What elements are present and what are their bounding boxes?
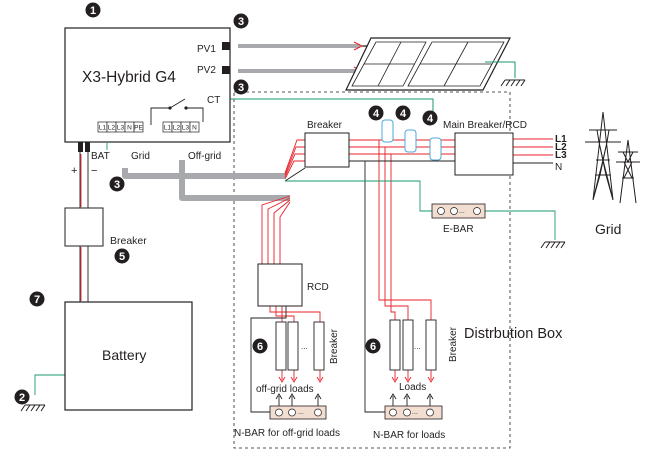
battery-breaker-label: Breaker bbox=[110, 235, 147, 247]
svg-text:3: 3 bbox=[238, 82, 244, 94]
ac-cables bbox=[122, 160, 290, 201]
nbar-offgrid-label: N-BAR for off-grid loads bbox=[234, 428, 340, 439]
ac-breaker bbox=[304, 132, 350, 168]
offgrid-terminal-l2: L2 bbox=[173, 125, 181, 132]
svg-text:7: 7 bbox=[34, 294, 40, 306]
ct-port-label: CT bbox=[207, 95, 220, 106]
bat-plus-sign: + bbox=[71, 165, 77, 177]
nbar-offgrid: ... bbox=[269, 405, 327, 420]
nbar-grid-label: N-BAR for loads bbox=[373, 430, 445, 441]
bat-minus-sign: − bbox=[91, 165, 97, 177]
inverter-model: X3-Hybrid G4 bbox=[82, 69, 176, 86]
grid-line-n: N bbox=[555, 162, 562, 173]
nbar-grid-dots: ... bbox=[412, 409, 418, 416]
pv1-port-label: PV1 bbox=[197, 44, 216, 55]
rcd-label: RCD bbox=[307, 282, 329, 293]
badge-b4b: 4 bbox=[395, 105, 411, 121]
battery-ground-icon bbox=[20, 404, 46, 412]
ebar: ... bbox=[431, 203, 486, 219]
svg-text:4: 4 bbox=[373, 108, 380, 120]
badge-b6a: 6 bbox=[252, 338, 268, 354]
svg-text:2: 2 bbox=[19, 392, 25, 404]
badge-b3a: 3 bbox=[233, 13, 249, 29]
badge-b4a: 4 bbox=[368, 105, 384, 121]
badge-b6b: 6 bbox=[365, 338, 381, 354]
bat-port-label: BAT bbox=[91, 151, 110, 162]
svg-text:1: 1 bbox=[90, 5, 96, 17]
nbar-grid: ... bbox=[384, 405, 443, 420]
earth-wires bbox=[34, 142, 556, 395]
grid-line-l2: L2 bbox=[555, 142, 567, 153]
svg-text:4: 4 bbox=[427, 113, 434, 125]
main-breaker bbox=[454, 132, 514, 176]
ebar-ground-icon bbox=[540, 241, 566, 249]
svg-text:3: 3 bbox=[114, 179, 120, 191]
pv-cables bbox=[238, 44, 360, 73]
ebar-dots: ... bbox=[459, 208, 465, 215]
grid-loads-label: Loads bbox=[399, 382, 426, 393]
grid-breaker-dots: ... bbox=[414, 342, 421, 351]
offgrid-terminal-n: N bbox=[192, 125, 197, 132]
offgrid-terminal-l1: L1 bbox=[164, 125, 172, 132]
svg-text:6: 6 bbox=[257, 341, 263, 353]
badge-b2: 2 bbox=[14, 389, 30, 405]
grid-terminal-l1: L1 bbox=[99, 125, 107, 132]
nbar-offgrid-dots: ... bbox=[298, 409, 304, 416]
ebar-label: E-BAR bbox=[443, 224, 474, 235]
callout-badges: 1 2 3 3 3 4 4 4 5 6 6 7 bbox=[14, 2, 438, 405]
badge-b4c: 4 bbox=[422, 110, 438, 126]
badge-b1: 1 bbox=[85, 2, 101, 18]
offgrid-breaker-label: Breaker bbox=[329, 328, 340, 364]
battery: Battery bbox=[64, 301, 193, 411]
grid-breaker-label: Breaker bbox=[448, 326, 459, 362]
svg-text:4: 4 bbox=[400, 108, 407, 120]
badge-b3c: 3 bbox=[109, 176, 125, 192]
rcd bbox=[257, 263, 303, 307]
grid-load-breakers bbox=[389, 319, 437, 371]
offgrid-load-breakers bbox=[275, 321, 325, 371]
battery-label: Battery bbox=[102, 347, 146, 363]
neutral-wires bbox=[250, 160, 553, 413]
ct-clamps bbox=[381, 119, 442, 161]
pv2-port-label: PV2 bbox=[197, 65, 216, 76]
grid-tower-icon bbox=[585, 111, 640, 204]
pv-panel bbox=[345, 37, 511, 91]
offgrid-terminal-l3: L3 bbox=[182, 125, 190, 132]
distribution-box-border bbox=[233, 91, 511, 449]
offgrid-port-label: Off-grid bbox=[188, 151, 221, 162]
svg-text:5: 5 bbox=[119, 251, 125, 263]
pv-ground-icon bbox=[500, 79, 526, 87]
offgrid-breaker-dots: ... bbox=[301, 342, 308, 351]
grid-terminal-l3: L3 bbox=[117, 125, 125, 132]
ac-breaker-label: Breaker bbox=[307, 120, 343, 131]
inverter: X3-Hybrid G4 PV1 PV2 CT bbox=[64, 27, 231, 152]
badge-b7: 7 bbox=[29, 291, 45, 307]
offgrid-loads-label: off-grid loads bbox=[256, 384, 314, 395]
battery-breaker bbox=[64, 207, 104, 247]
red-wires bbox=[261, 138, 553, 383]
main-breaker-label: Main Breaker/RCD bbox=[443, 120, 527, 131]
distribution-box-label: Distrbution Box bbox=[464, 326, 563, 342]
grid-terminal-pe: PE bbox=[134, 125, 143, 132]
svg-text:6: 6 bbox=[370, 341, 376, 353]
grid-port-label: Grid bbox=[131, 151, 150, 162]
badge-b3b: 3 bbox=[233, 79, 249, 95]
grid-terminal-n: N bbox=[127, 125, 132, 132]
svg-text:3: 3 bbox=[238, 16, 244, 28]
badge-b5: 5 bbox=[114, 248, 130, 264]
grid-line-l3: L3 bbox=[555, 150, 567, 161]
grid-label: Grid bbox=[595, 221, 621, 237]
grid-terminal-l2: L2 bbox=[108, 125, 116, 132]
grid-line-l1: L1 bbox=[555, 134, 567, 145]
